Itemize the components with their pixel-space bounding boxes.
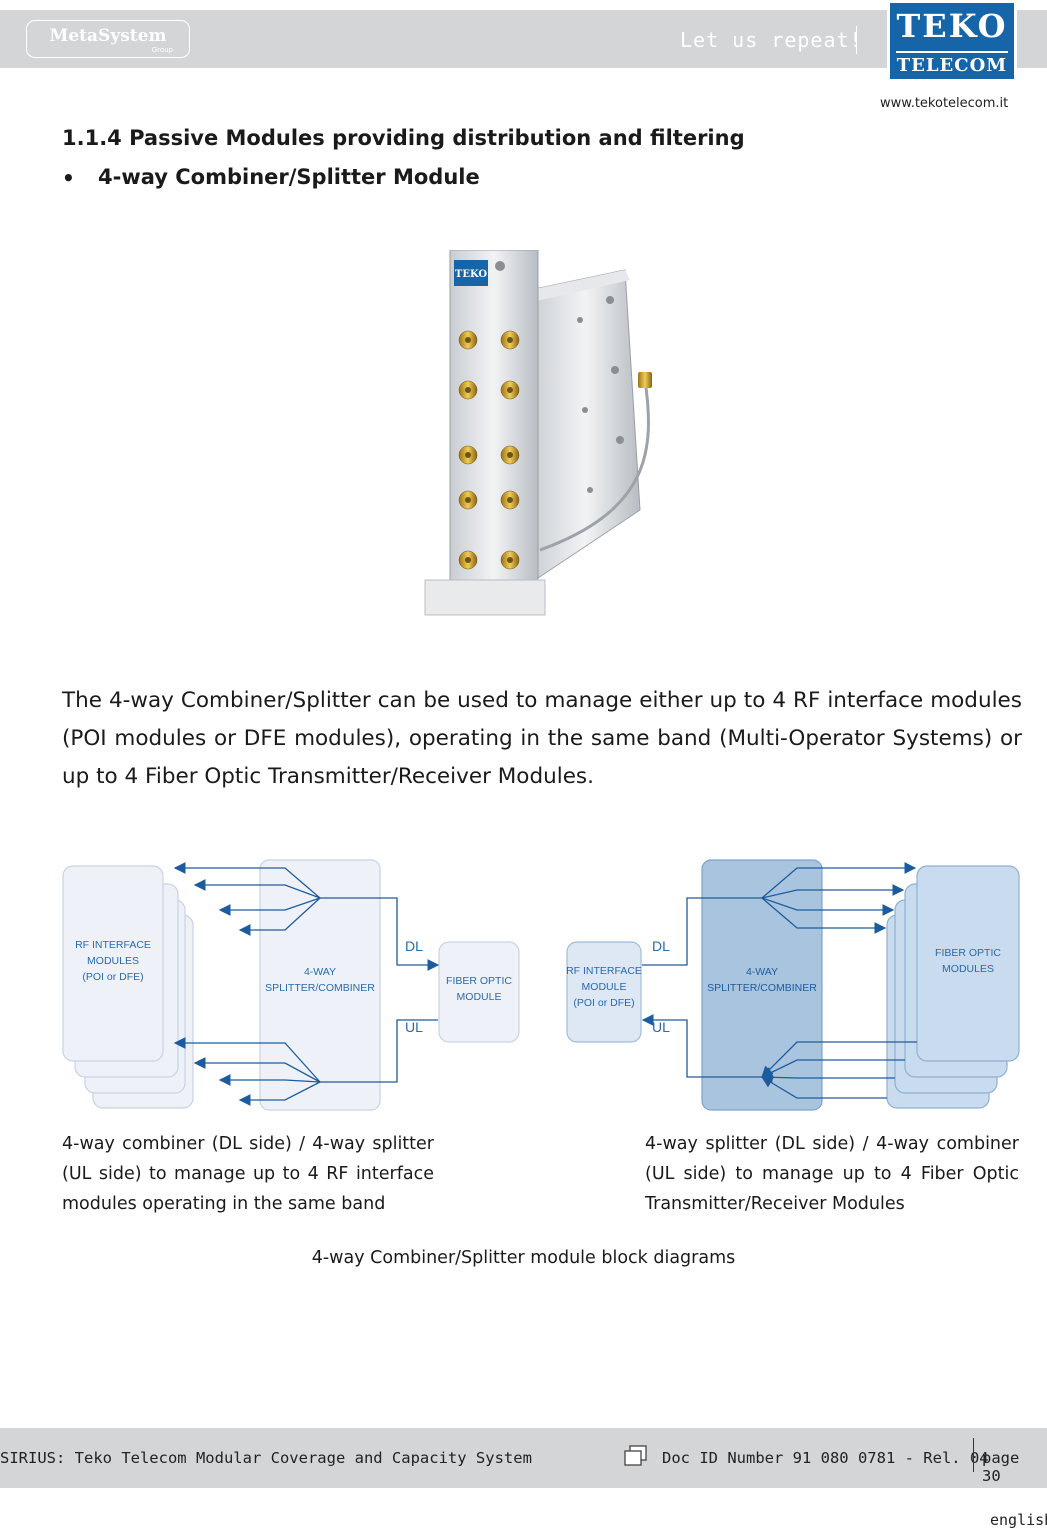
website-link[interactable]: www.tekotelecom.it [880,96,1009,111]
teko-logo-bottom: TELECOM [896,55,1008,76]
left-diagram-caption: 4-way combiner (DL side) / 4-way splitte… [62,1134,434,1214]
right-ul-label: UL [652,1019,670,1035]
left-rf-label-2: MODULES [87,955,139,967]
header-band [0,10,1047,68]
block-diagrams: RF INTERFACE MODULES (POI or DFE) 4-WAY … [62,859,1020,1111]
footer-language: english [990,1511,1047,1529]
right-rf-label-3: (POI or DFE) [573,997,634,1009]
photo-label: TEKO [455,269,487,280]
left-splitter-label-1: 4-WAY [304,966,336,978]
metasystem-logo-name: MetaSystem [49,26,167,46]
left-rf-label-1: RF INTERFACE [75,939,151,951]
left-ul-label: UL [405,1019,423,1035]
left-splitter-label-2: SPLITTER/COMBINER [265,982,375,994]
right-fiber-label-1: FIBER OPTIC [935,947,1001,959]
right-fiber-label-2: MODULES [942,963,994,975]
header-divider [856,26,857,54]
right-diagram-caption: 4-way splitter (DL side) / 4-way combine… [645,1134,1019,1214]
footer-divider [973,1438,974,1472]
right-splitter-label-2: SPLITTER/COMBINER [707,982,817,994]
teko-telecom-logo[interactable]: TEKO TELECOM [887,0,1017,82]
module-subheading: 4-way Combiner/Splitter Module [98,165,480,189]
figure-caption: 4-way Combiner/Splitter module block dia… [311,1248,736,1268]
left-fiber-label-1: FIBER OPTIC [446,975,512,987]
combiner-splitter-module-photo: TEKO [424,250,652,616]
left-dl-label: DL [405,938,423,954]
footer-title: SIRIUS: Teko Telecom Modular Coverage an… [0,1449,532,1467]
right-rf-label-2: MODULE [582,981,627,993]
left-fiber-label-2: MODULE [457,991,502,1003]
left-diagram: RF INTERFACE MODULES (POI or DFE) 4-WAY … [62,859,520,1111]
metasystem-logo-group: Group [149,46,175,54]
right-rf-label-1: RF INTERFACE [566,965,642,977]
section-heading: 1.1.4 Passive Modules providing distribu… [62,126,745,150]
right-dl-label: DL [652,938,670,954]
document-copy-icon [624,1445,647,1466]
footer-band [0,1428,1047,1488]
right-splitter-label-1: 4-WAY [746,966,778,978]
bullet-mark: • [62,166,75,190]
footer-doc-id: Doc ID Number 91 080 0781 - Rel. 04 [662,1449,989,1467]
teko-logo-rule [896,51,1008,53]
footer-page-number: page 30 [982,1449,1020,1485]
metasystem-logo[interactable]: MetaSystem Group [26,20,190,58]
left-rf-label-3: (POI or DFE) [82,971,143,983]
teko-logo-top: TEKO [896,7,1008,45]
right-diagram: RF INTERFACE MODULE (POI or DFE) DL UL 4… [566,859,1020,1111]
body-paragraph: The 4-way Combiner/Splitter can be used … [62,688,1022,789]
slogan: Let us repeat! [680,28,863,52]
